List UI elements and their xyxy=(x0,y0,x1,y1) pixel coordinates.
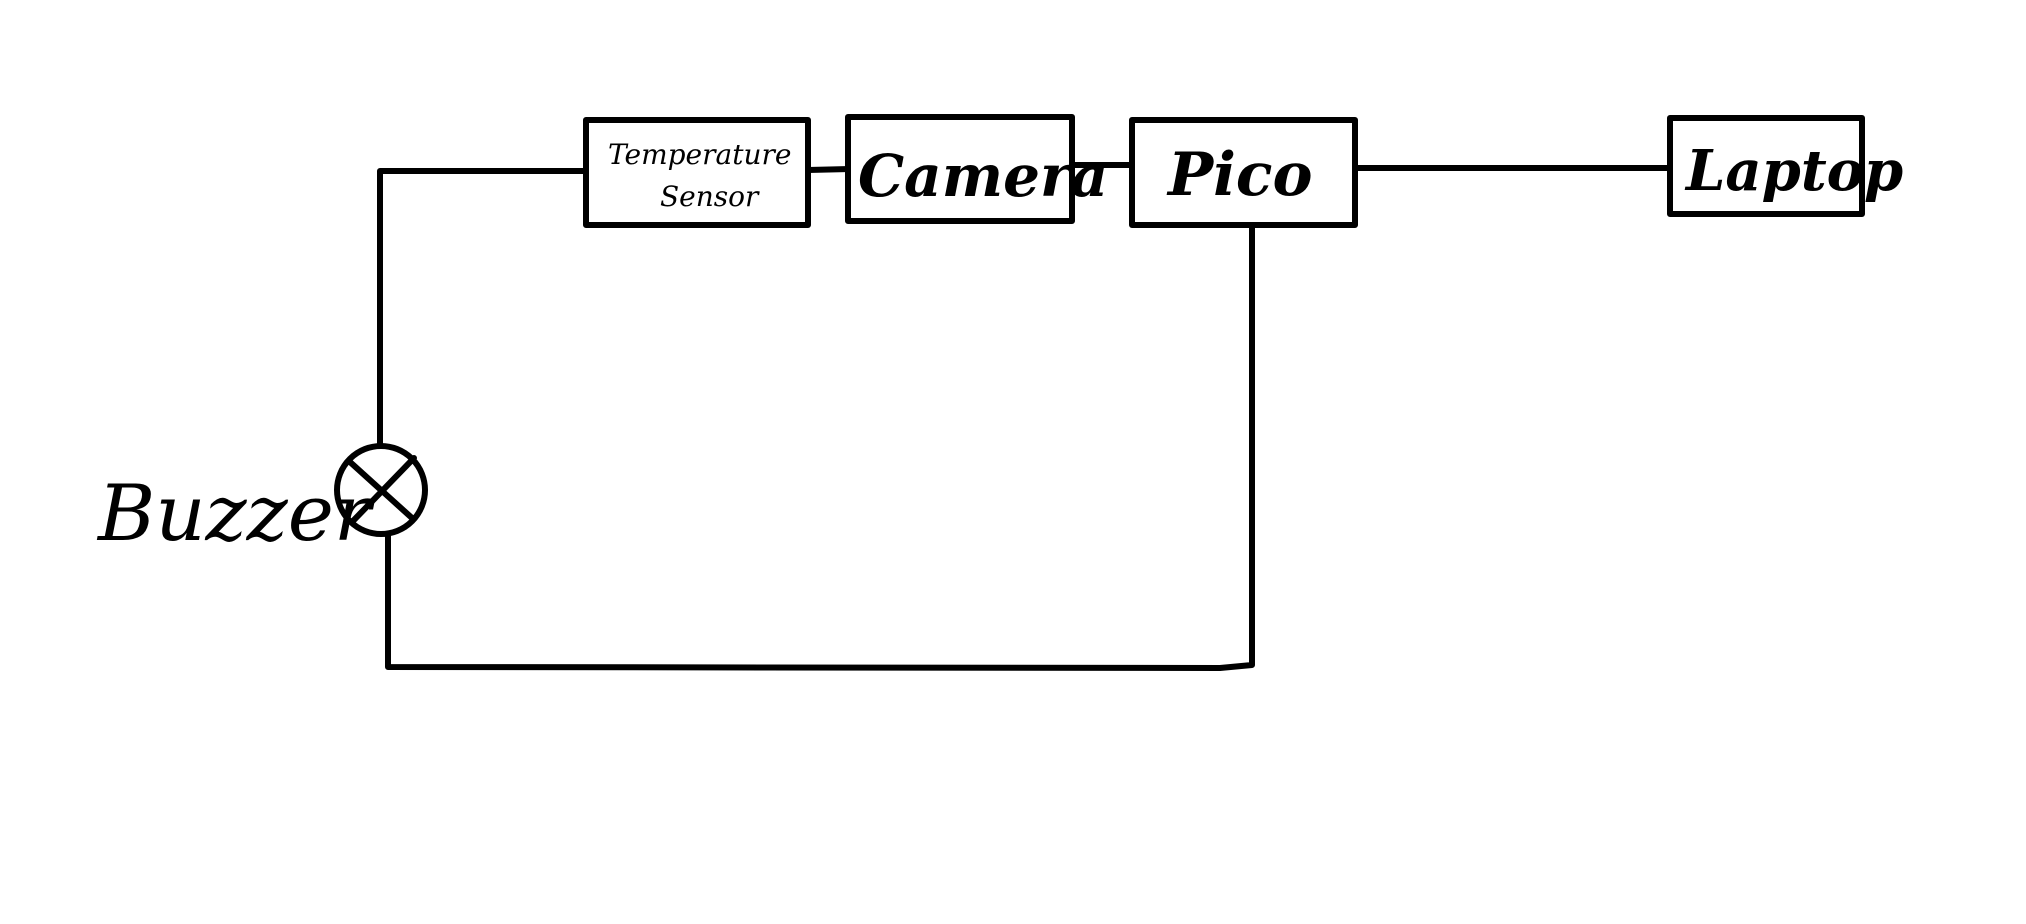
buzzer-label: Buzzer xyxy=(96,469,376,559)
camera-block: Camera xyxy=(845,114,1108,224)
pico-block: Pico xyxy=(1129,117,1358,228)
wire-pico-to-buzzer xyxy=(385,225,1255,671)
laptop-label: Laptop xyxy=(1684,138,1903,204)
temperature-sensor-block: Temperature Sensor xyxy=(583,117,811,228)
temperature-sensor-label-line1: Temperature xyxy=(608,138,791,171)
laptop-box xyxy=(1667,115,1865,217)
camera-box xyxy=(845,114,1075,224)
temperature-sensor-label-line2: Sensor xyxy=(660,180,760,213)
wire-temperature-sensor-to-camera xyxy=(805,166,853,173)
wire-buzzer-to-temperature-sensor xyxy=(377,168,591,448)
camera-label: Camera xyxy=(858,142,1108,210)
buzzer-block: Buzzer xyxy=(96,443,428,559)
temperature-sensor-box xyxy=(583,117,811,228)
buzzer-cross-icon xyxy=(347,455,417,525)
pico-label: Pico xyxy=(1166,140,1312,210)
laptop-block: Laptop xyxy=(1667,115,1903,217)
pico-box xyxy=(1129,117,1358,228)
